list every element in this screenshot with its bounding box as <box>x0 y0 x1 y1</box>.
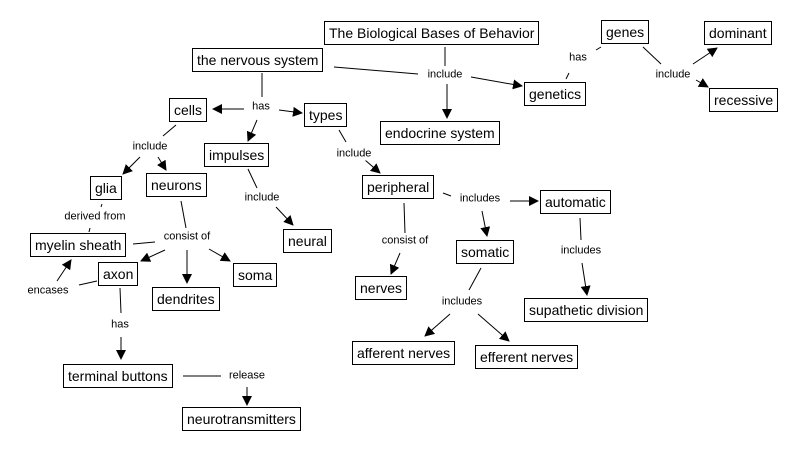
connector <box>477 313 510 342</box>
link-label-derived-from: derived from <box>63 210 127 224</box>
connector <box>364 159 381 174</box>
connector <box>247 168 258 189</box>
node-recessive[interactable]: recessive <box>709 88 779 112</box>
node-impulses[interactable]: impulses <box>204 143 270 167</box>
node-myelin-sheath[interactable]: myelin sheath <box>30 233 127 257</box>
node-terminal-buttons[interactable]: terminal buttons <box>63 364 173 388</box>
node-biological-bases[interactable]: The Biological Bases of Behavior <box>324 21 540 45</box>
link-label-has: has <box>110 318 130 332</box>
connector <box>470 76 523 90</box>
link-label-consist-of: consist of <box>162 230 212 244</box>
node-somatic[interactable]: somatic <box>456 240 515 264</box>
connector <box>468 267 482 291</box>
node-supathetic-division[interactable]: supathetic division <box>524 298 649 322</box>
connector <box>140 249 166 262</box>
node-efferent-nerves[interactable]: efferent nerves <box>475 345 579 369</box>
connector <box>122 156 141 175</box>
node-afferent-nerves[interactable]: afferent nerves <box>352 341 456 365</box>
connector <box>56 259 72 282</box>
connector <box>278 106 303 117</box>
node-soma[interactable]: soma <box>233 263 278 287</box>
link-label-include: include <box>131 140 169 154</box>
node-genetics[interactable]: genetics <box>524 82 587 106</box>
link-label-includes: includes <box>440 295 484 309</box>
connector <box>78 280 98 286</box>
link-label-include: include <box>243 191 281 205</box>
node-neurotransmitters[interactable]: neurotransmitters <box>182 407 301 431</box>
connector <box>579 217 582 241</box>
link-label-consist-of: consist of <box>380 234 430 248</box>
link-label-include: include <box>654 68 692 82</box>
node-cells[interactable]: cells <box>169 98 208 122</box>
connector <box>595 46 602 51</box>
link-label-release: release <box>227 369 267 383</box>
connector <box>480 210 491 237</box>
node-neurons[interactable]: neurons <box>146 173 207 197</box>
node-genes[interactable]: genes <box>601 20 650 44</box>
link-label-include: include <box>335 147 373 161</box>
connector <box>132 241 156 245</box>
connector <box>580 262 591 296</box>
connector <box>424 313 451 337</box>
connector <box>695 78 709 88</box>
connector <box>180 200 187 229</box>
connector <box>338 129 347 143</box>
connector <box>403 202 406 234</box>
node-glia[interactable]: glia <box>90 176 122 200</box>
connector <box>565 72 570 80</box>
connector <box>692 47 718 65</box>
connector <box>119 287 122 314</box>
connector <box>442 192 452 197</box>
node-endocrine-system[interactable]: endocrine system <box>380 121 500 145</box>
link-label-include: include <box>426 68 464 82</box>
connector <box>275 206 294 226</box>
node-nervous-system[interactable]: the nervous system <box>192 48 324 72</box>
node-dendrites[interactable]: dendrites <box>152 287 220 311</box>
connector <box>100 203 103 208</box>
node-nerves[interactable]: nerves <box>355 276 408 300</box>
connector <box>88 227 91 233</box>
connector <box>642 46 662 65</box>
link-label-includes: includes <box>559 244 603 258</box>
node-neural[interactable]: neural <box>283 229 332 253</box>
node-types[interactable]: types <box>304 103 348 127</box>
connector <box>162 124 177 137</box>
connector <box>333 66 419 75</box>
connector <box>157 156 167 171</box>
connector <box>389 252 401 275</box>
node-peripheral[interactable]: peripheral <box>362 175 435 199</box>
node-dominant[interactable]: dominant <box>704 21 772 45</box>
link-label-encases: encases <box>26 284 70 298</box>
connector <box>246 119 258 142</box>
link-label-has: has <box>568 51 588 65</box>
link-label-has: has <box>251 100 271 114</box>
link-label-includes: includes <box>458 192 502 206</box>
node-automatic[interactable]: automatic <box>540 190 611 214</box>
connector <box>208 248 231 262</box>
node-axon[interactable]: axon <box>98 262 139 286</box>
